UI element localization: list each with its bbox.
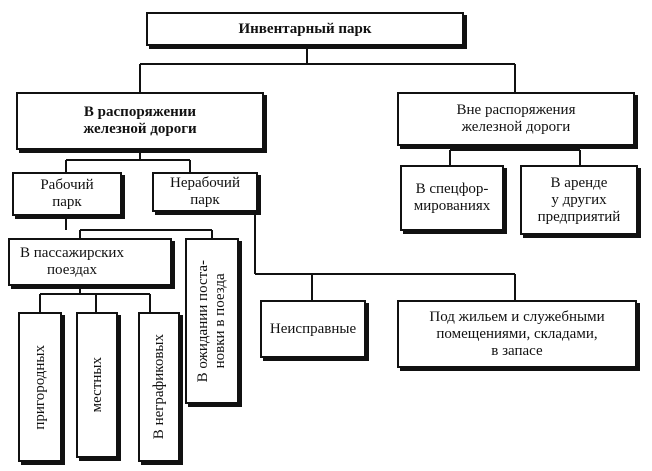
node-nonschedule: В неграфиковых (138, 312, 180, 462)
node-awaiting-train-label: В ожидании поста- новки в поезда (195, 259, 228, 383)
node-passenger-trains: В пассажирских поездах (8, 238, 172, 286)
node-suburban: пригородных (18, 312, 62, 462)
node-nonschedule-label: В неграфиковых (150, 334, 167, 440)
node-awaiting-train: В ожидании поста- новки в поезда (185, 238, 239, 404)
node-inventory-fleet: Инвентарный парк (146, 12, 464, 46)
node-nonworking-fleet: Нерабочий парк (152, 172, 258, 212)
node-railway-disposal: В распоряжении железной дороги (16, 92, 264, 150)
node-working-fleet: Рабочий парк (12, 172, 122, 216)
node-housing-storage: Под жильем и служебными помещениями, скл… (397, 300, 637, 368)
node-faulty: Неисправные (260, 300, 366, 358)
node-outside-railway: Вне распоряжения железной дороги (397, 92, 635, 146)
node-special-formations: В спецфор- мированиях (400, 165, 504, 231)
node-local: местных (76, 312, 118, 458)
node-suburban-label: пригородных (31, 344, 48, 430)
node-rent-other-enterprises: В аренде у других предприятий (520, 165, 638, 235)
node-local-label: местных (88, 357, 105, 413)
